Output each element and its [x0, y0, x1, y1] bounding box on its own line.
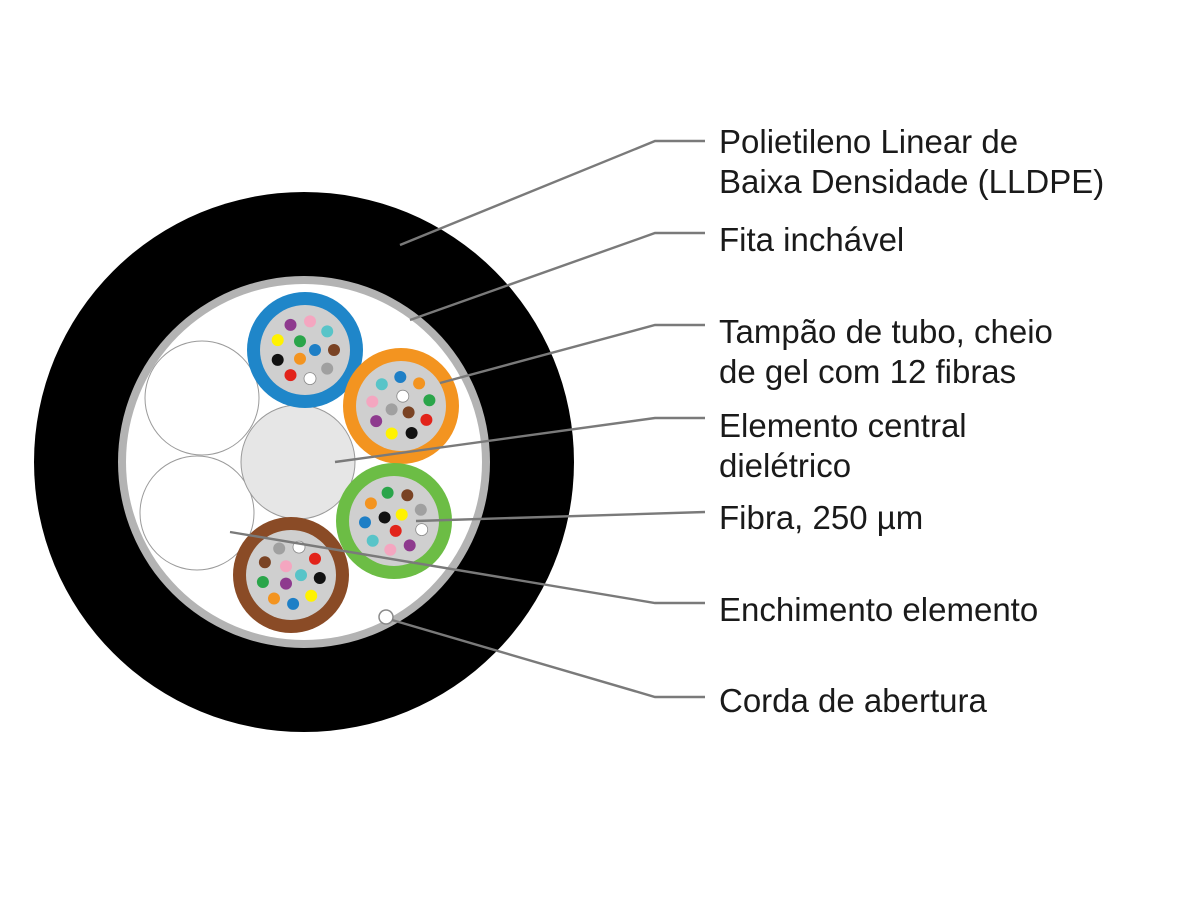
fiber-brown-tube-orange	[268, 592, 280, 605]
fiber-blue-tube-green	[294, 335, 306, 348]
fiber-brown-tube-rose	[280, 560, 292, 573]
fiber-orange-tube-orange	[413, 377, 426, 390]
label-central-line2: dielétrico	[719, 447, 851, 484]
label-filler: Enchimento elemento	[719, 591, 1038, 628]
fiber-blue-tube-brown	[328, 344, 340, 356]
fiber-orange-tube-blue	[394, 371, 407, 383]
filler-element-top	[144, 340, 260, 456]
fiber-brown-tube-black	[313, 572, 326, 584]
fiber-orange-tube-green	[423, 394, 436, 407]
fiber-bundles	[256, 315, 436, 610]
fiber-blue-tube-orange	[294, 352, 306, 365]
fiber-blue-tube-aqua	[321, 325, 334, 338]
fiber-green-tube-yellow	[395, 508, 408, 521]
rip-cord	[378, 609, 394, 625]
fiber-brown-tube-brown	[258, 556, 271, 569]
leader-line-lldpe	[399, 139, 705, 247]
fiber-green-tube-slate	[414, 503, 427, 516]
label-fiber: Fibra, 250 µm	[719, 499, 923, 536]
fiber-brown-tube-aqua	[295, 569, 307, 582]
fiber-orange-tube-slate	[385, 403, 398, 416]
label-lldpe-line1: Polietileno Linear de	[719, 123, 1018, 160]
fiber-brown-tube-blue	[287, 597, 300, 610]
fiber-blue-tube-blue	[309, 344, 321, 356]
fiber-orange-tube-rose	[366, 395, 379, 408]
label-central-line1: Elemento central	[719, 407, 967, 444]
fiber-green-tube-orange	[364, 497, 377, 510]
fiber-brown-tube-violet	[280, 577, 292, 590]
leader-line-fiber	[415, 510, 706, 523]
fiber-green-tube-white	[415, 523, 429, 536]
fiber-green-tube-red	[389, 524, 402, 537]
fiber-orange-tube-red	[420, 413, 433, 426]
leader-line-filler	[229, 530, 705, 605]
label-tube-line1: Tampão de tubo, cheio	[719, 313, 1053, 350]
fiber-brown-tube-green	[256, 576, 269, 588]
fiber-blue-tube-black	[271, 353, 284, 366]
fiber-orange-tube-yellow	[385, 427, 398, 440]
fiber-orange-tube-white	[396, 389, 410, 403]
fiber-brown-tube-red	[309, 552, 321, 565]
label-tube-line2: de gel com 12 fibras	[719, 353, 1016, 390]
fiber-blue-tube-white	[303, 372, 317, 386]
leader-line-tube	[439, 323, 705, 385]
filler-element-bottom	[139, 455, 255, 571]
label-ripcord: Corda de abertura	[719, 682, 987, 719]
fiber-green-tube-rose	[384, 543, 397, 556]
leader-line-tape	[409, 231, 705, 322]
fiber-green-tube-green	[381, 486, 394, 499]
fiber-blue-tube-red	[284, 369, 297, 382]
fiber-orange-tube-brown	[402, 406, 415, 419]
fiber-blue-tube-yellow	[271, 334, 284, 347]
fiber-green-tube-aqua	[366, 534, 379, 547]
fiber-orange-tube-violet	[370, 415, 383, 428]
fiber-orange-tube-aqua	[375, 378, 388, 391]
leader-line-ripcord	[391, 618, 705, 699]
fiber-blue-tube-rose	[304, 315, 316, 328]
fiber-green-tube-blue	[359, 516, 371, 529]
fiber-orange-tube-black	[405, 427, 418, 439]
fiber-blue-tube-slate	[321, 362, 334, 375]
fiber-brown-tube-yellow	[305, 589, 318, 602]
label-lldpe-line2: Baixa Densidade (LLDPE)	[719, 163, 1104, 200]
fiber-green-tube-brown	[401, 489, 414, 502]
fiber-green-tube-violet	[403, 539, 416, 552]
leader-line-central	[334, 416, 705, 464]
fiber-brown-tube-slate	[273, 542, 286, 555]
fiber-blue-tube-violet	[284, 318, 297, 331]
fiber-green-tube-black	[378, 511, 391, 524]
label-tape: Fita inchável	[719, 221, 904, 258]
